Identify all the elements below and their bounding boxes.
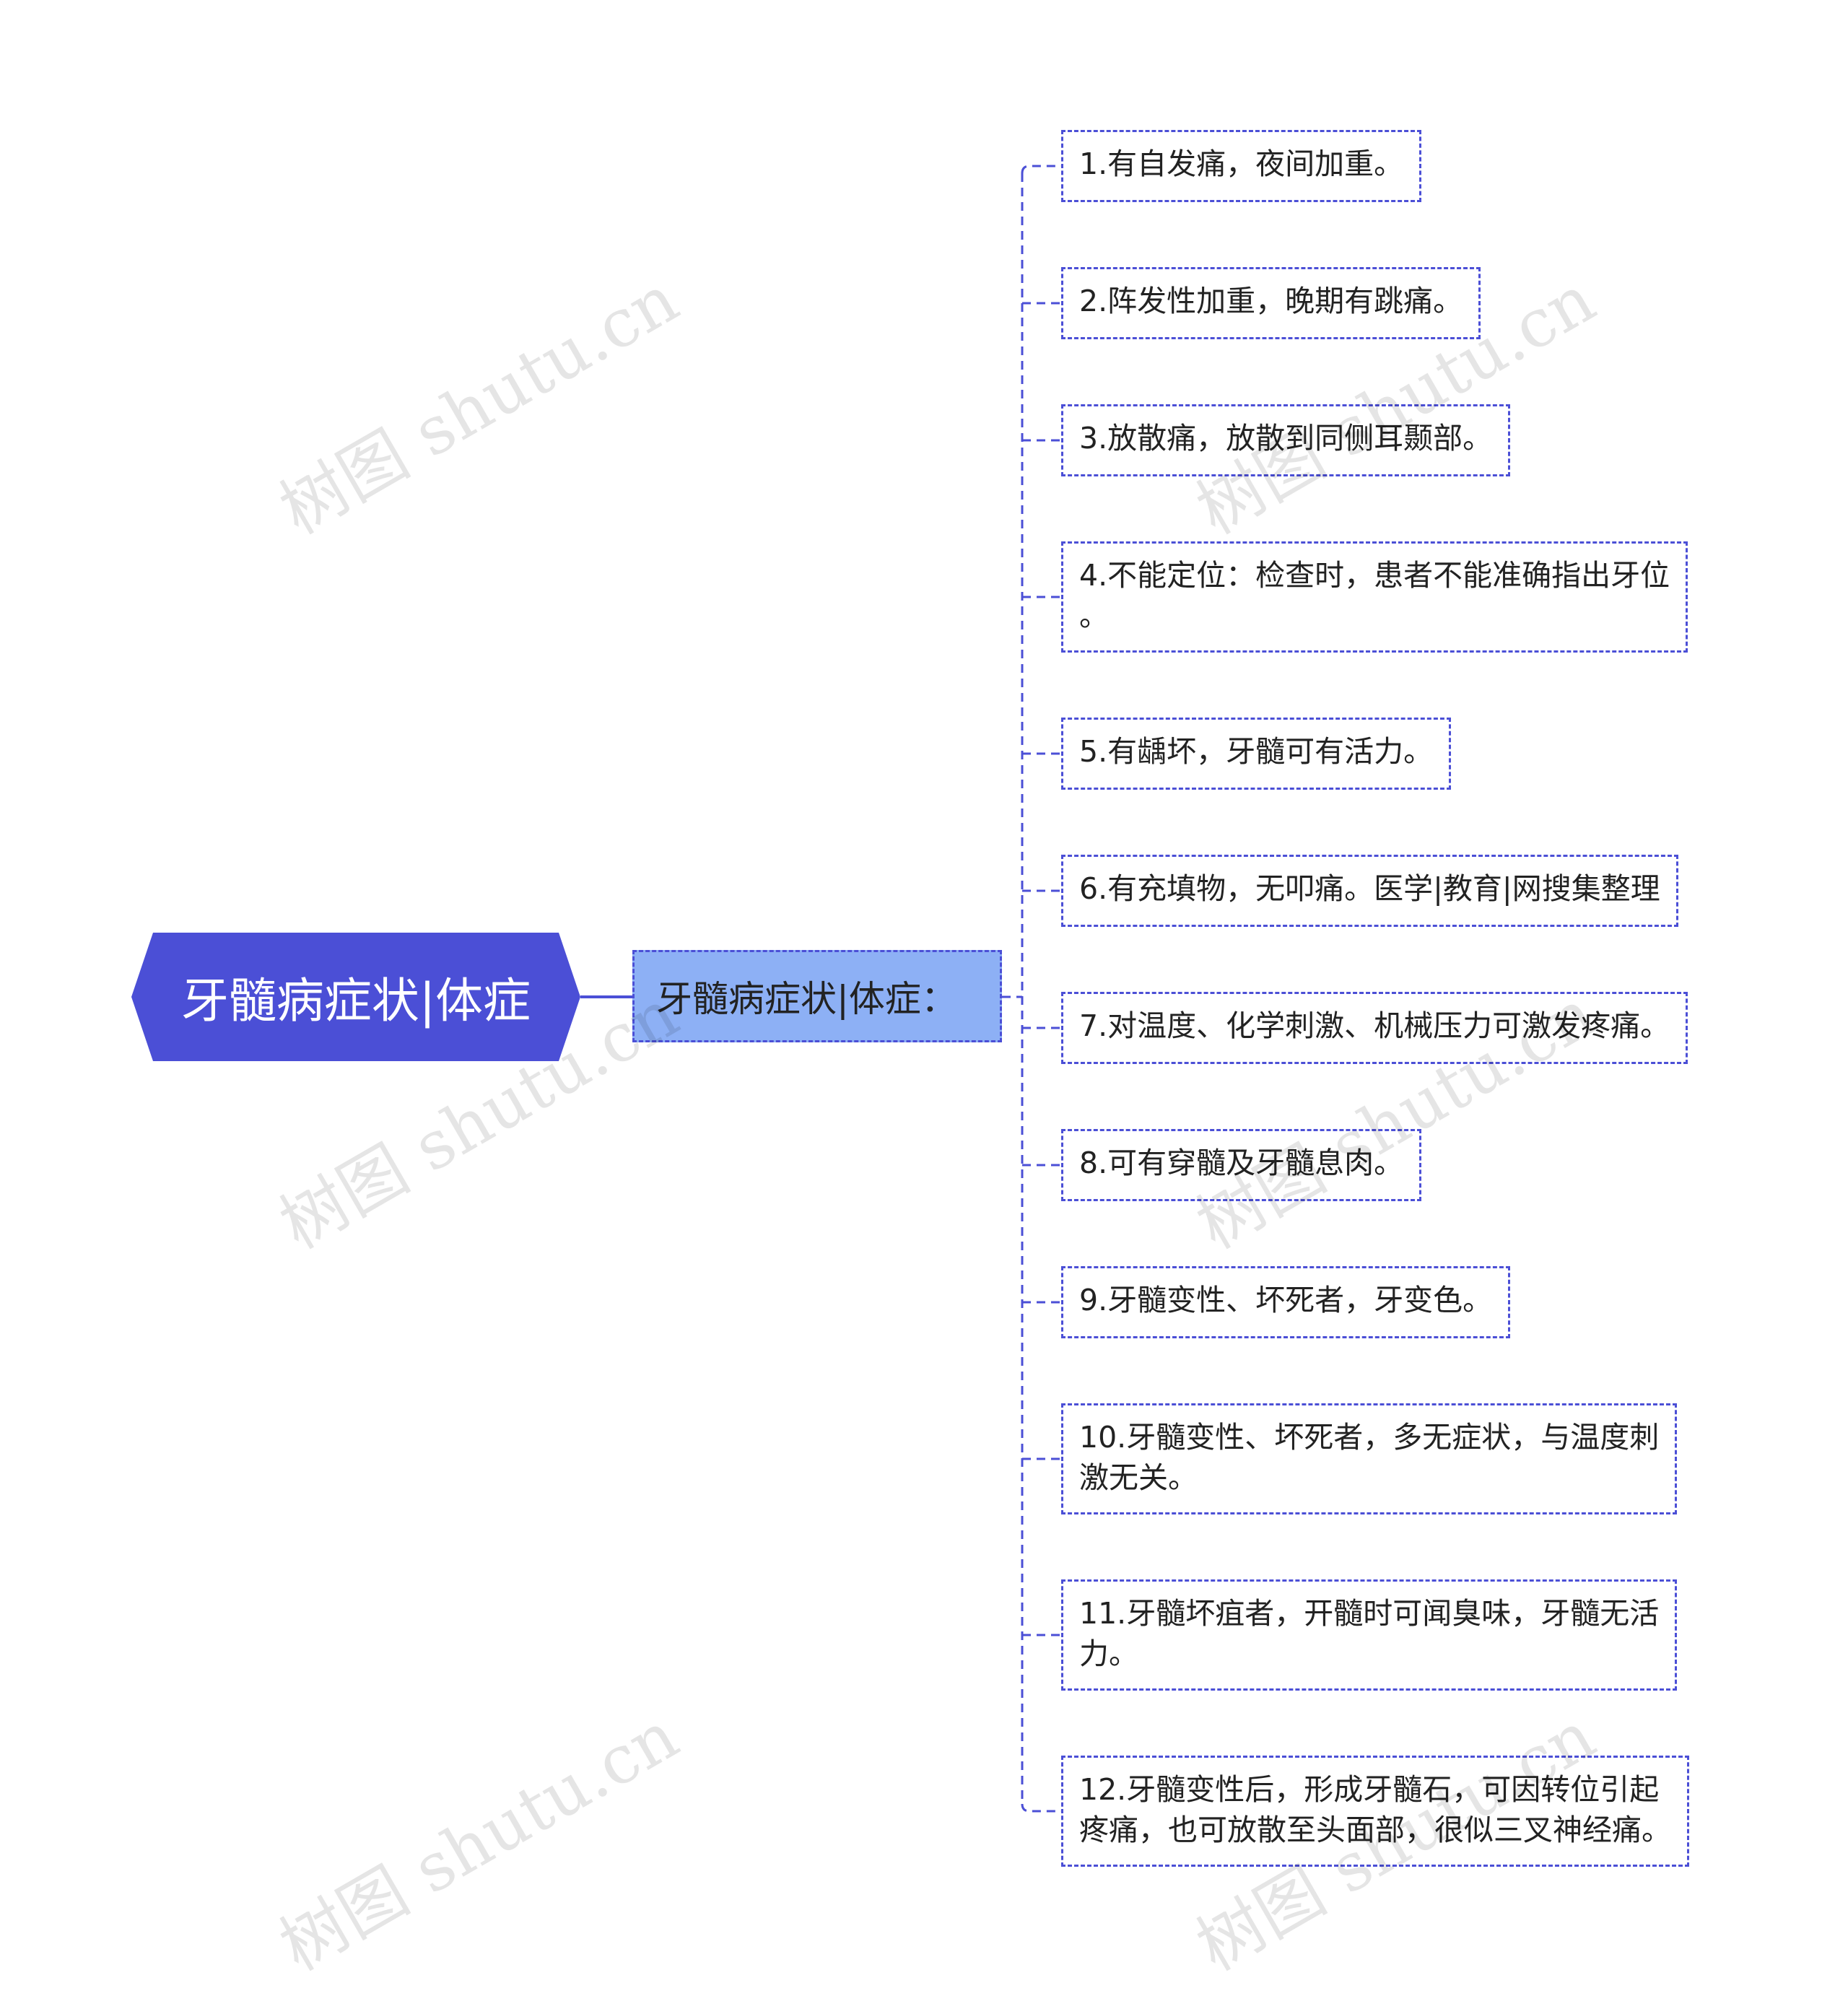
leaf-label: 7.对温度、化学刺激、机械压力可激发疼痛。 [1079,1008,1670,1043]
leaf-node-11[interactable]: 11.牙髓坏疽者，开髓时可闻臭味，牙髓无活 力。 [1061,1579,1678,1691]
leaf-label: 5.有龋坏，牙髓可有活力。 [1079,734,1434,769]
leaf-label: 12.牙髓变性后，形成牙髓石，可因转位引起 疼痛，也可放散至头面部，很似三叉神经… [1079,1772,1671,1847]
leaf-connector-12 [1021,1803,1061,1813]
leaf-node-2[interactable]: 2.阵发性加重，晚期有跳痛。 [1061,267,1481,339]
leaf-node-4[interactable]: 4.不能定位：检查时，患者不能准确指出牙位 。 [1061,541,1688,653]
branch-node[interactable]: 牙髓病症状|体症： [632,950,1002,1042]
leaf-node-6[interactable]: 6.有充填物，无叩痛。医学|教育|网搜集整理 [1061,855,1678,927]
leaf-node-5[interactable]: 5.有龋坏，牙髓可有活力。 [1061,718,1452,790]
leaf-node-3[interactable]: 3.放散痛，放散到同侧耳颞部。 [1061,404,1511,476]
leaf-label: 1.有自发痛，夜间加重。 [1079,147,1404,181]
leaf-node-10[interactable]: 10.牙髓变性、坏死者，多无症状，与温度刺 激无关。 [1061,1403,1678,1514]
leaf-label: 4.不能定位：检查时，患者不能准确指出牙位 。 [1079,558,1670,633]
leaf-label: 6.有充填物，无叩痛。医学|教育|网搜集整理 [1079,871,1660,906]
leaf-label: 8.可有穿髓及牙髓息肉。 [1079,1146,1404,1180]
leaf-connectors [1002,165,1061,1813]
root-node[interactable]: 牙髓病症状|体症 [131,933,580,1061]
leaf-label: 9.牙髓变性、坏死者，牙变色。 [1079,1283,1493,1317]
root-label: 牙髓病症状|体症 [180,973,531,1029]
leaf-label: 11.牙髓坏疽者，开髓时可闻臭味，牙髓无活 力。 [1079,1596,1660,1671]
leaf-label: 10.牙髓变性、坏死者，多无症状，与温度刺 激无关。 [1079,1420,1660,1495]
leaf-node-8[interactable]: 8.可有穿髓及牙髓息肉。 [1061,1129,1422,1201]
leaf-label: 2.阵发性加重，晚期有跳痛。 [1079,284,1463,318]
leaf-node-1[interactable]: 1.有自发痛，夜间加重。 [1061,130,1422,202]
leaf-node-9[interactable]: 9.牙髓变性、坏死者，牙变色。 [1061,1266,1511,1338]
branch-label: 牙髓病症状|体症： [656,978,957,1020]
leaf-node-7[interactable]: 7.对温度、化学刺激、机械压力可激发疼痛。 [1061,992,1688,1064]
leaf-label: 3.放散痛，放散到同侧耳颞部。 [1079,421,1493,455]
leaf-connector-1 [1021,165,1061,174]
leaf-node-12[interactable]: 12.牙髓变性后，形成牙髓石，可因转位引起 疼痛，也可放散至头面部，很似三叉神经… [1061,1756,1689,1867]
